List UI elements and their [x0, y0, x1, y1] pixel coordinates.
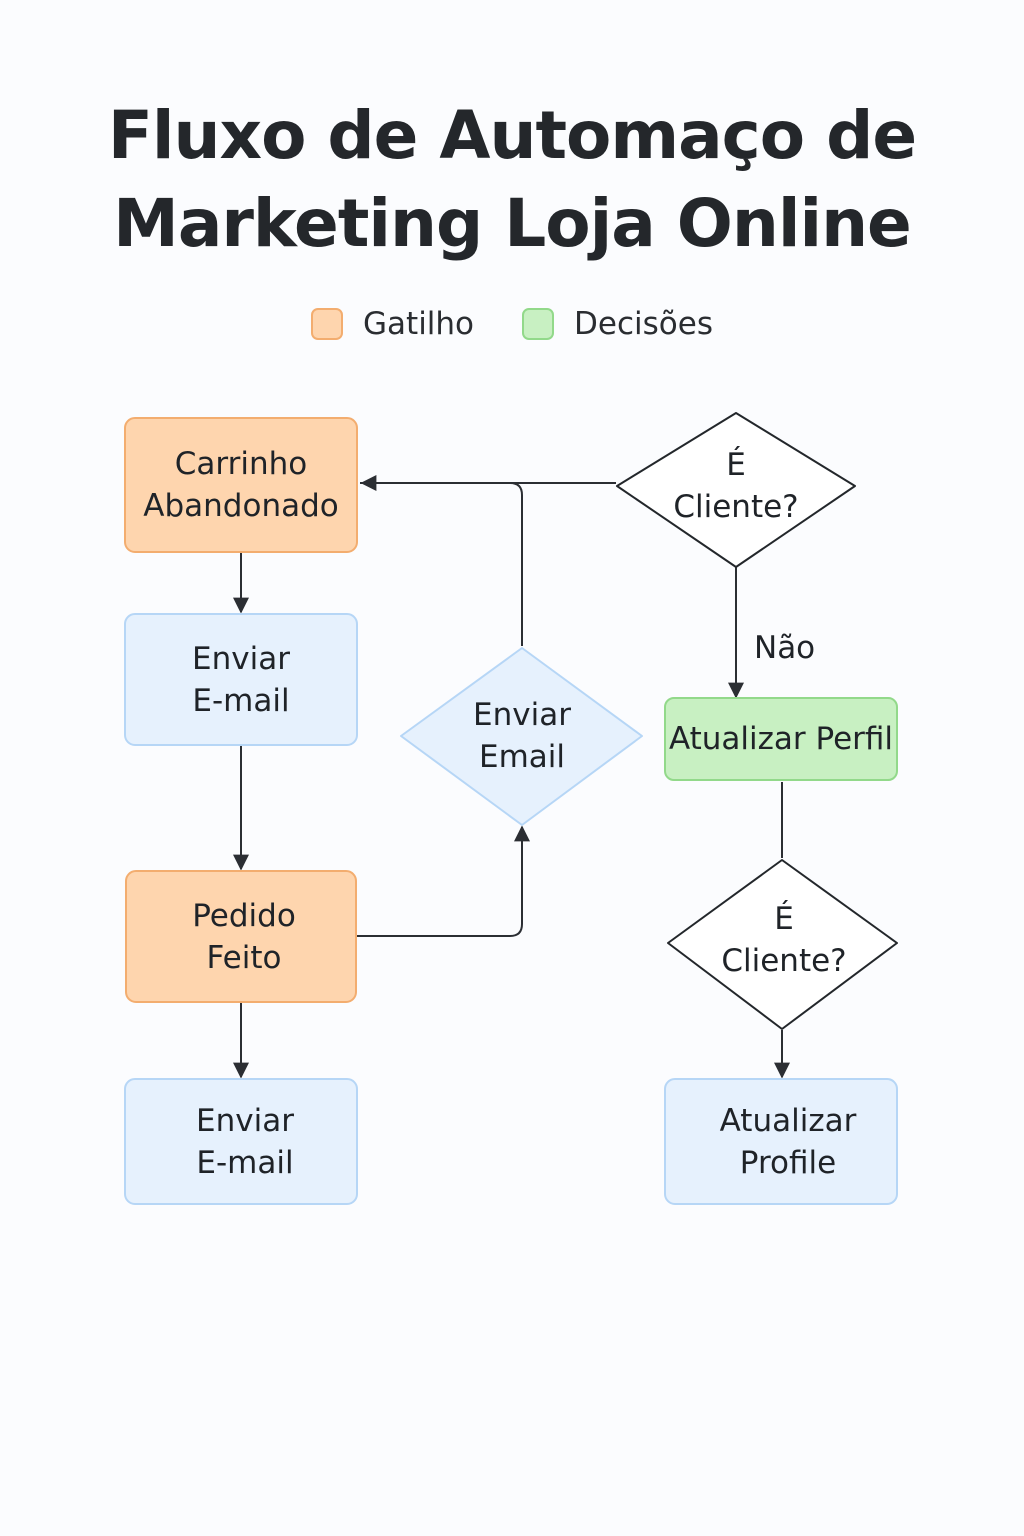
- node-e-cliente-2: [667, 859, 898, 1030]
- node-enviar-email-1: [124, 613, 358, 746]
- label-atualizar-profile: Atualizar Profile: [719, 1102, 857, 1181]
- node-enviar-email-diamond: [400, 647, 643, 826]
- edge-label-nao: Não: [754, 630, 816, 666]
- title-line-2: Marketing Loja Online: [113, 185, 912, 262]
- edge-pedido-enviar-email: [357, 825, 530, 937]
- label-enviar-email-1: Enviar E-mail: [192, 640, 290, 719]
- label-e-cliente-1: É Cliente?: [673, 447, 799, 525]
- legend-item-gatilho: Gatilho: [311, 306, 474, 342]
- legend: Gatilho Decisões: [0, 306, 1024, 342]
- node-carrinho-abandonado: [124, 417, 358, 553]
- node-pedido-feito: [125, 870, 357, 1003]
- legend-swatch-decisoes: [522, 308, 555, 340]
- node-atualizar-profile: [664, 1078, 898, 1205]
- label-atualizar-perfil: Atualizar Perfil: [668, 721, 894, 757]
- node-atualizar-perfil: [664, 697, 898, 781]
- label-pedido-feito: Pedido Feito: [192, 897, 296, 976]
- edge-enviar-email-carrinho: [360, 482, 523, 646]
- label-enviar-email-2: Enviar E-mail: [196, 1102, 294, 1181]
- node-enviar-email-2: [124, 1078, 358, 1205]
- legend-swatch-gatilho: [311, 308, 344, 340]
- page-title: Fluxo de Automaço de Marketing Loja Onli…: [0, 92, 1024, 268]
- label-enviar-email-diamond: Enviar Email: [473, 697, 571, 775]
- title-line-1: Fluxo de Automaço de: [107, 97, 917, 174]
- label-carrinho-abandonado: Carrinho Abandonado: [143, 446, 339, 524]
- legend-item-decisoes: Decisões: [522, 306, 713, 342]
- label-e-cliente-2: É Cliente?: [721, 901, 847, 979]
- legend-label-decisoes: Decisões: [574, 306, 713, 342]
- node-e-cliente-1: [616, 412, 856, 568]
- legend-label-gatilho: Gatilho: [363, 306, 475, 342]
